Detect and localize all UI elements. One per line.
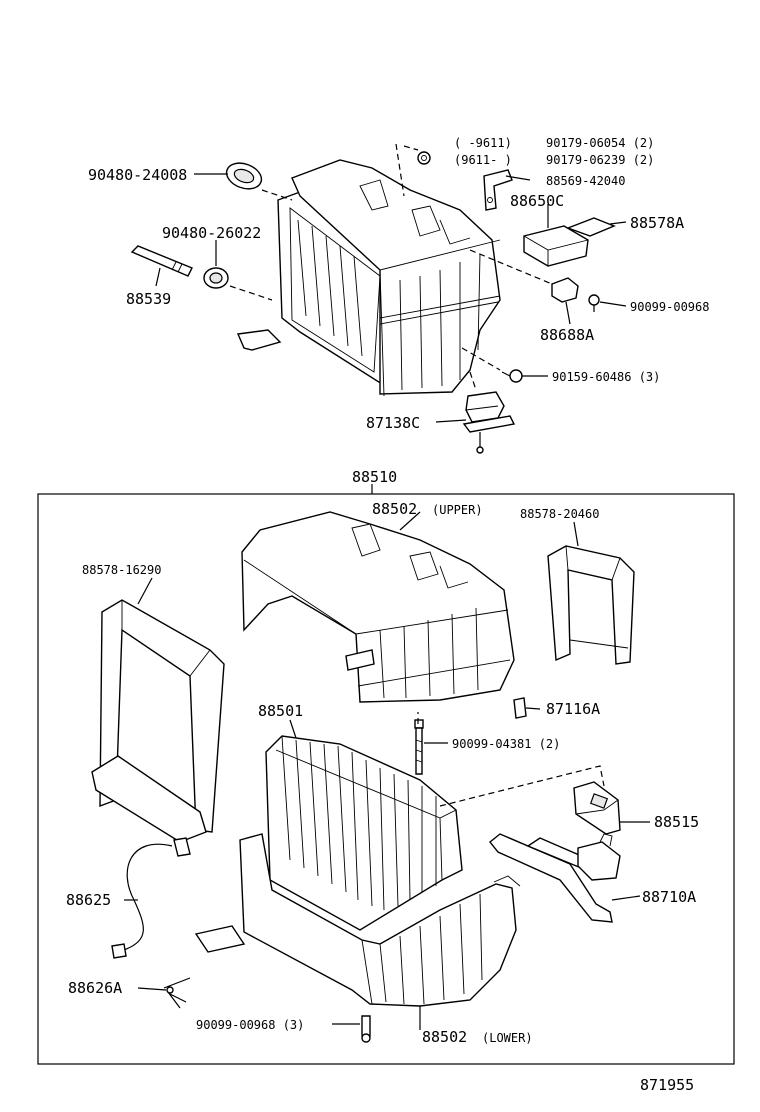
label-range-a: ( -9611)	[454, 136, 512, 150]
lower-housing-88502	[194, 833, 521, 1007]
label-88578A: 88578A	[630, 214, 684, 232]
seal-88578-16290	[91, 599, 225, 843]
label-range-b: (9611- )	[454, 153, 512, 167]
bottom-dashed-leaders	[417, 712, 605, 807]
label-90179-06054: 90179-06054 (2)	[546, 136, 654, 150]
label-88578-20460: 88578-20460	[520, 507, 599, 521]
label-88650C: 88650C	[510, 192, 564, 210]
label-88515: 88515	[654, 813, 699, 831]
label-lower-note: (LOWER)	[482, 1031, 533, 1045]
label-90099-00968-bottom: 90099-00968 (3)	[196, 1018, 304, 1032]
label-88510: 88510	[352, 468, 397, 486]
label-88626A: 88626A	[68, 979, 122, 997]
grommet-90480-24008	[225, 162, 263, 190]
grommet-90480-26022	[203, 267, 229, 289]
label-87116A: 87116A	[546, 700, 600, 718]
bottom-label-leaders	[124, 511, 650, 1030]
amplifier-88650C	[523, 225, 589, 267]
label-88502-lower: 88502	[422, 1028, 467, 1046]
label-90099-04381: 90099-04381 (2)	[452, 737, 560, 751]
evaporator-88501	[265, 735, 463, 931]
label-88501: 88501	[258, 702, 303, 720]
figure-number: 871955	[640, 1076, 694, 1094]
top-evaporator-housing-assembly	[236, 159, 501, 397]
label-90480-26022: 90480-26022	[162, 224, 261, 242]
nut-90179	[417, 151, 431, 165]
bolt-90099-04381	[414, 719, 424, 775]
label-88569-42040: 88569-42040	[546, 174, 625, 188]
label-90099-00968-top: 90099-00968	[630, 300, 709, 314]
tube-88539	[130, 245, 193, 277]
label-90159-60486: 90159-60486 (3)	[552, 370, 660, 384]
bracket-88569-42040	[483, 169, 513, 211]
upper-housing-88502	[241, 511, 515, 703]
label-upper-note: (UPPER)	[432, 503, 483, 517]
pipe-88710A	[489, 833, 621, 923]
screw-90099-00968-top	[588, 294, 600, 312]
top-label-leaders	[155, 173, 627, 494]
label-88688A: 88688A	[540, 326, 594, 344]
label-90179-06239: 90179-06239 (2)	[546, 153, 654, 167]
sensor-88625	[111, 837, 191, 959]
seal-88578-20460	[547, 545, 635, 665]
clip-87116A	[513, 697, 527, 719]
top-dashed-leaders	[229, 143, 553, 391]
clip-88626A	[163, 977, 191, 1009]
label-88539: 88539	[126, 290, 171, 308]
label-88710A: 88710A	[642, 888, 696, 906]
pad-88578A	[566, 217, 616, 237]
assembly-88510-frame	[37, 493, 735, 1065]
label-88578-16290: 88578-16290	[82, 563, 161, 577]
label-88502-upper: 88502	[372, 500, 417, 518]
label-88625: 88625	[66, 891, 111, 909]
label-90480-24008: 90480-24008	[88, 166, 187, 184]
actuator-87138C	[462, 391, 516, 454]
thermistor-88688A	[551, 277, 579, 303]
screw-90159-60486	[501, 369, 523, 383]
expansion-valve-88515	[573, 781, 621, 835]
label-87138C: 87138C	[366, 414, 420, 432]
screw-90099-00968-bottom	[361, 1015, 371, 1043]
